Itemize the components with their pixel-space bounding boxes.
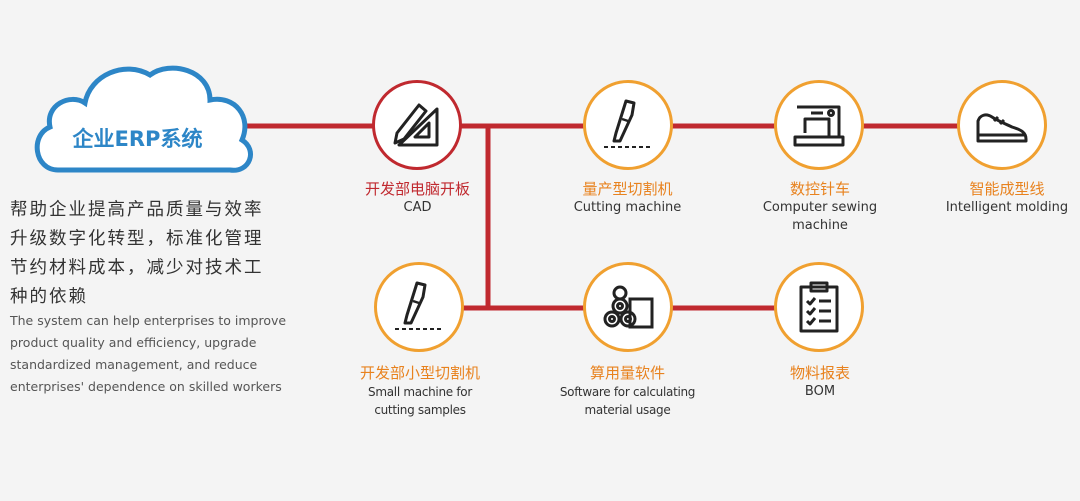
node-intelligent-molding [957,80,1047,170]
node-cn: 物料报表 [789,364,850,382]
node-en: Software for calculating material usage [558,383,698,419]
node-bom-label: 物料报表 BOM [745,362,895,401]
node-cn: 开发部小型切割机 [359,364,480,382]
description-en-line: standardized management, and reduce [10,357,258,372]
description-en-line: The system can help enterprises to impro… [10,313,287,328]
erp-cloud: 企业ERP系统 [30,55,260,180]
node-en-text: Computer sewing machine [762,200,878,233]
node-cn: 量产型切割机 [582,180,673,198]
node-small-cutting-machine-label: 开发部小型切割机 Small machine for cutting sampl… [345,362,495,419]
node-en: Computer sewing machine [755,199,885,235]
node-en: Small machine for cutting samples [365,383,475,419]
node-cutting-machine-label: 量产型切割机 Cutting machine [555,178,700,217]
node-bom [774,262,864,352]
node-en: CAD [403,200,432,215]
blade-icon [395,281,443,330]
node-software [583,262,673,352]
node-cad-label: 开发部电脑开板 CAD [345,178,490,217]
node-cad [372,80,462,170]
fabric-rolls-icon [603,285,654,329]
node-en-text: Software for calculating material usage [559,385,696,417]
node-cn: 智能成型线 [969,180,1045,198]
clipboard-icon [799,281,839,333]
ruler-triangle-icon [393,103,439,147]
node-sewing-machine [774,80,864,170]
node-en-text: Small machine for cutting samples [368,385,472,417]
node-cn: 数控针车 [789,180,850,198]
node-cn: 开发部电脑开板 [364,180,470,198]
node-intelligent-molding-label: 智能成型线 Intelligent molding [937,178,1077,217]
sewing-machine-icon [793,105,845,147]
node-small-cutting-machine [374,262,464,352]
node-en: Intelligent molding [945,200,1069,215]
node-en: BOM [804,384,836,399]
description-en-line: product quality and efficiency, upgrade [10,335,257,350]
description-cn: 帮助企业提高产品质量与效率升级数字化转型，标准化管理节约材料成本，减少对技术工种… [10,200,264,307]
node-cutting-machine [583,80,673,170]
node-en: Cutting machine [573,200,682,215]
node-sewing-machine-label: 数控针车 Computer sewing machine [745,178,895,235]
cloud-title: 企业ERP系统 [72,127,203,151]
node-software-label: 算用量软件 Software for calculating material … [550,362,705,419]
shoe-icon [976,113,1028,143]
node-cn: 算用量软件 [589,364,665,382]
description-en: The system can help enterprises to impro… [10,310,287,398]
cloud-icon [34,65,253,173]
description-en-line: enterprises' dependence on skilled worke… [10,379,282,394]
blade-icon [604,99,652,148]
